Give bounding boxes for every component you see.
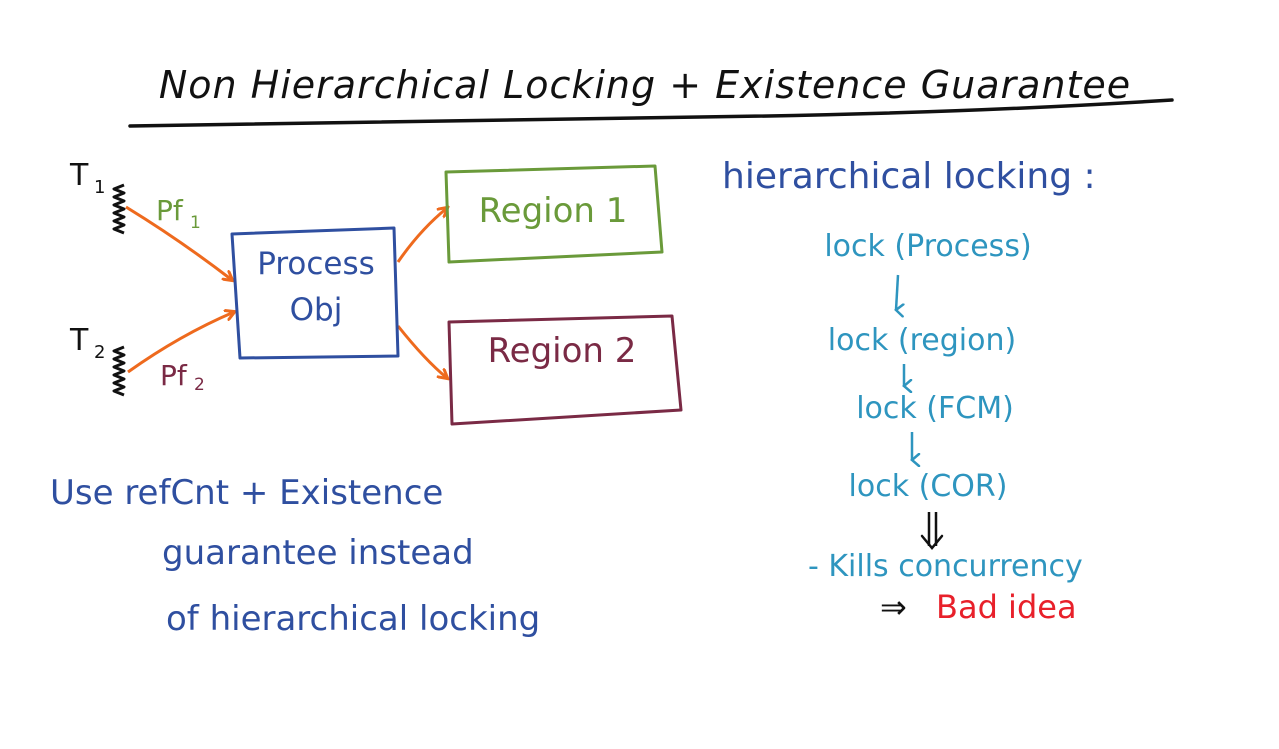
arrow-process-to-region2: [396, 325, 447, 378]
arrow-t2-to-process: [127, 312, 234, 374]
thread-t1: T 1: [69, 158, 126, 235]
lock-step-process: lock (Process): [824, 229, 1031, 264]
t2-subscript: 2: [94, 342, 105, 363]
t1-squiggle: [112, 183, 126, 235]
obj-label: Obj: [290, 292, 343, 328]
process-object-box: Process Obj: [230, 226, 400, 360]
conclusion-text: Bad idea: [936, 588, 1077, 626]
arrow-process-to-region1: [396, 208, 447, 263]
region2-box-outline: [447, 314, 683, 426]
t1-label: T: [69, 158, 89, 193]
lock-step-cor: lock (COR): [849, 469, 1008, 504]
region2-box: Region 2: [447, 314, 683, 426]
region2-label: Region 2: [488, 331, 637, 371]
t2-label: T: [69, 323, 89, 358]
arrow-t1-to-process: [125, 205, 232, 280]
region1-box: Region 1: [444, 164, 664, 264]
process-label: Process: [257, 246, 375, 282]
region1-box-outline: [444, 164, 664, 264]
note-line-1: Use refCnt + Existence: [50, 473, 443, 513]
t1-subscript: 1: [94, 177, 105, 198]
implies-arrow: ⇒: [880, 588, 907, 626]
hierarchy-heading: hierarchical locking :: [722, 156, 1096, 197]
pf2-subscript: 2: [194, 375, 205, 395]
lock-step-fcm: lock (FCM): [856, 391, 1014, 426]
note-line-3: of hierarchical locking: [166, 599, 540, 639]
pf1-label: Pf: [156, 194, 184, 227]
consequence-text: - Kills concurrency: [808, 549, 1083, 584]
pf2-label: Pf: [160, 359, 188, 392]
title-underline: [128, 98, 1174, 128]
note-line-2: guarantee instead: [162, 533, 474, 573]
page-title: Non Hierarchical Locking + Existence Gua…: [159, 63, 1131, 107]
thread-t2: T 2: [69, 323, 126, 397]
lock-step-region: lock (region): [828, 323, 1016, 358]
pf1-subscript: 1: [190, 213, 201, 233]
double-down-arrow-icon: [920, 512, 944, 550]
process-box-outline: [230, 226, 400, 360]
t2-squiggle: [112, 345, 126, 397]
region1-label: Region 1: [479, 191, 628, 231]
chain-arrow-1: [896, 274, 898, 310]
